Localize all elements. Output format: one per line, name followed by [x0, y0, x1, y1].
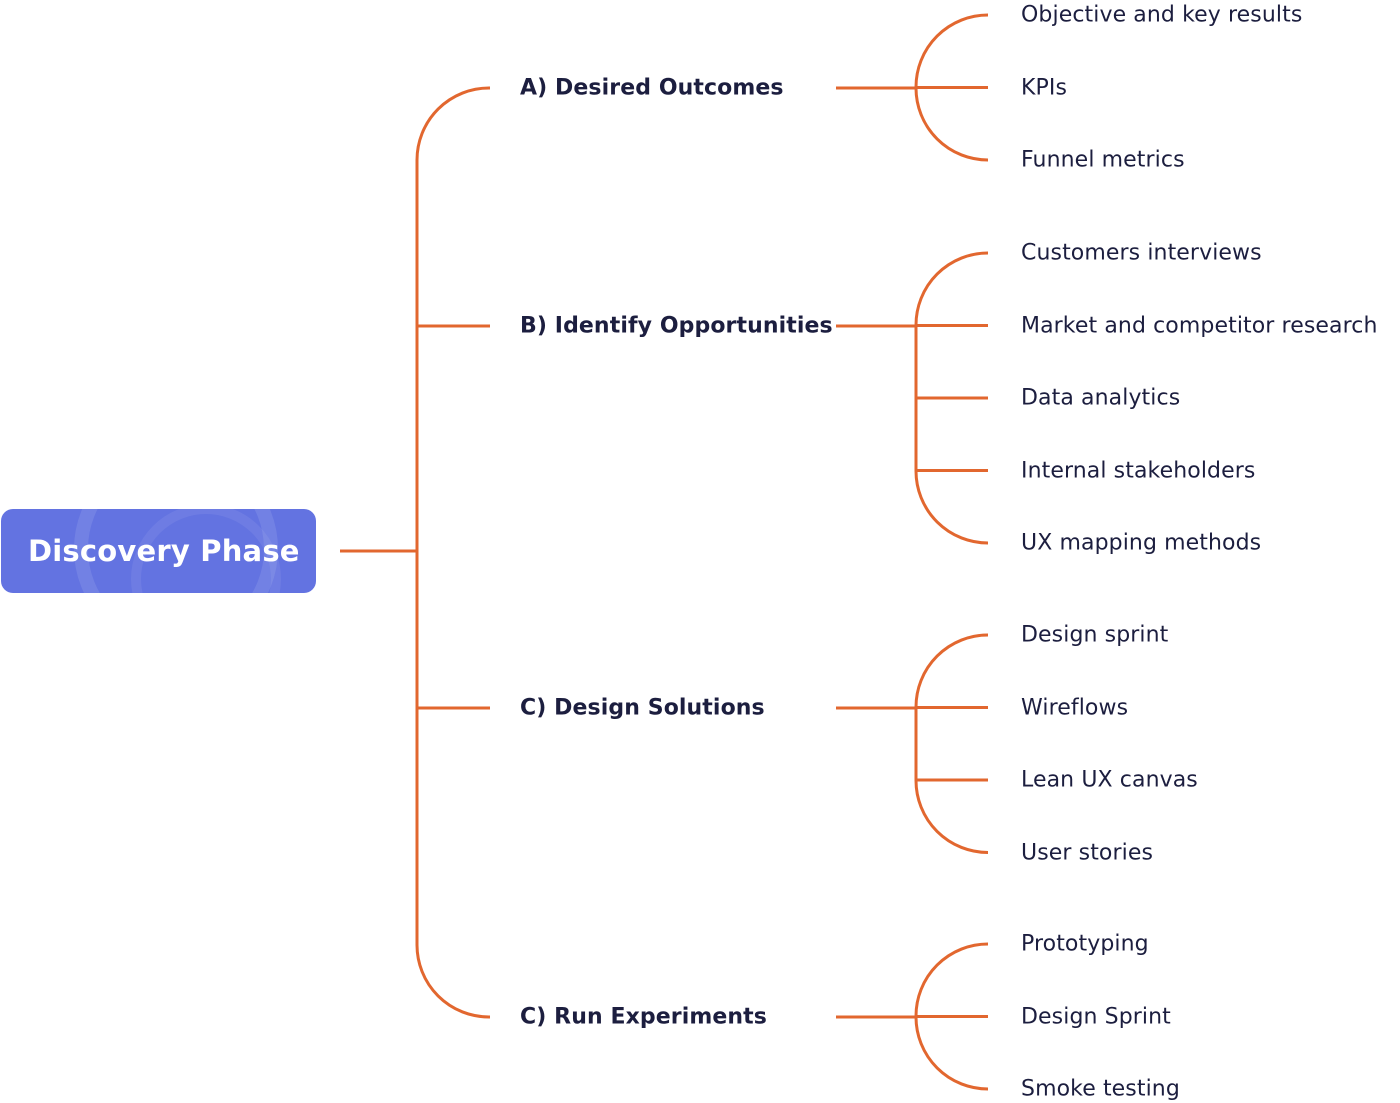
leaf-label: Prototyping — [1021, 931, 1149, 957]
leaf-label: Lean UX canvas — [1021, 767, 1198, 793]
branch-label: C) Run Experiments — [520, 1004, 767, 1030]
leaf-label: Market and competitor research — [1021, 313, 1378, 338]
leaf-label: Internal stakeholders — [1021, 458, 1256, 483]
leaf-label: Customers interviews — [1021, 240, 1262, 266]
leaf-label: Wireflows — [1021, 695, 1129, 720]
root-node-label: Discovery Phase — [28, 534, 300, 568]
branch-label: C) Design Solutions — [520, 695, 765, 721]
leaf-label: UX mapping methods — [1021, 530, 1262, 556]
root-node: Discovery Phase — [1, 509, 316, 593]
branch-label: A) Desired Outcomes — [520, 75, 784, 101]
branch-label: B) Identify Opportunities — [520, 313, 833, 339]
leaf-label: Design sprint — [1021, 622, 1169, 648]
leaf-label: Design Sprint — [1021, 1004, 1171, 1029]
leaf-label: Funnel metrics — [1021, 147, 1185, 173]
leaf-label: KPIs — [1021, 75, 1068, 100]
leaf-label: Objective and key results — [1021, 2, 1303, 28]
leaf-label: User stories — [1021, 840, 1154, 865]
root-decoration — [74, 509, 281, 593]
leaf-label: Smoke testing — [1021, 1076, 1180, 1102]
leaf-bracket — [914, 633, 989, 854]
leaf-label: Data analytics — [1021, 385, 1181, 411]
main-bracket — [415, 86, 490, 1019]
